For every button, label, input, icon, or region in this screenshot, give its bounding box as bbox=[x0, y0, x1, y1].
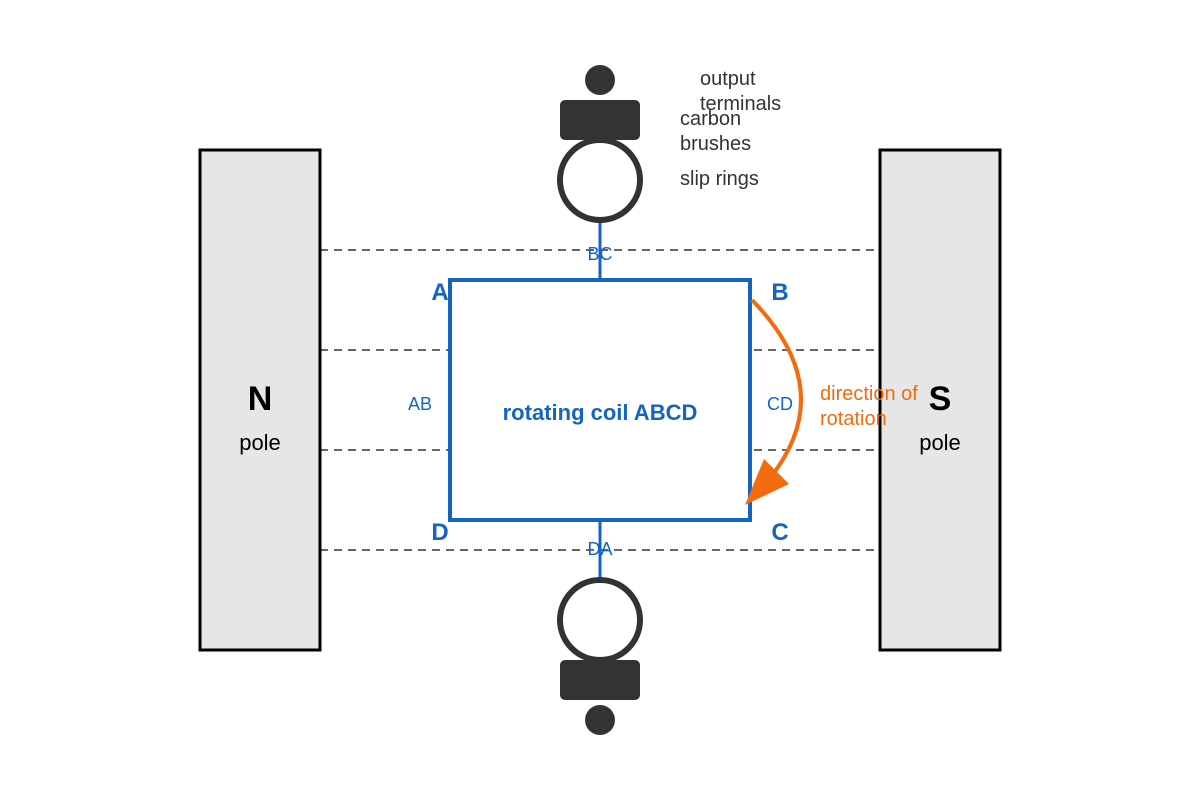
callout-line: carbon bbox=[680, 108, 741, 130]
coil-title: rotating coil ABCD bbox=[503, 400, 698, 425]
rotation-label-line: direction of bbox=[820, 383, 918, 405]
corner-label-b: B bbox=[771, 279, 788, 306]
brush-icon bbox=[560, 100, 640, 140]
north-pole-letter: N bbox=[248, 380, 273, 418]
south-pole: S pole bbox=[878, 148, 1002, 652]
corner-label-d: D bbox=[431, 519, 448, 546]
carbon-brushes-label: carbon brushes bbox=[680, 108, 751, 155]
terminal-icon bbox=[585, 705, 615, 735]
upper-hardware bbox=[557, 65, 643, 223]
north-pole-label: pole bbox=[239, 430, 281, 455]
coil-loop bbox=[448, 278, 752, 522]
terminal-icon bbox=[585, 65, 615, 95]
north-pole: N pole bbox=[198, 148, 322, 652]
rotation-label: direction of rotation bbox=[820, 383, 923, 430]
callout-line: output bbox=[700, 68, 756, 90]
side-label-da: DA bbox=[587, 539, 612, 559]
rotation-arrow bbox=[750, 298, 803, 480]
side-label-cd: CD bbox=[767, 394, 793, 414]
slip-ring-icon bbox=[557, 577, 643, 663]
lower-hardware bbox=[557, 577, 643, 735]
callout-line: brushes bbox=[680, 133, 751, 155]
south-pole-magnet bbox=[878, 148, 1002, 652]
output-terminals-label: output terminals bbox=[700, 68, 781, 115]
south-pole-label: pole bbox=[919, 430, 961, 455]
brush-icon bbox=[560, 660, 640, 700]
side-label-ab: AB bbox=[408, 394, 432, 414]
side-label-bc: BC bbox=[587, 244, 612, 264]
rotation-arrowhead-icon bbox=[745, 459, 789, 505]
slip-rings-label: slip rings bbox=[680, 168, 759, 190]
corner-label-a: A bbox=[431, 279, 448, 306]
corner-label-c: C bbox=[771, 519, 788, 546]
north-pole-magnet bbox=[198, 148, 322, 652]
callout-line: terminals bbox=[700, 93, 781, 115]
rotation-label-line: rotation bbox=[820, 408, 887, 430]
south-pole-letter: S bbox=[929, 380, 952, 418]
slip-ring-icon bbox=[557, 137, 643, 223]
